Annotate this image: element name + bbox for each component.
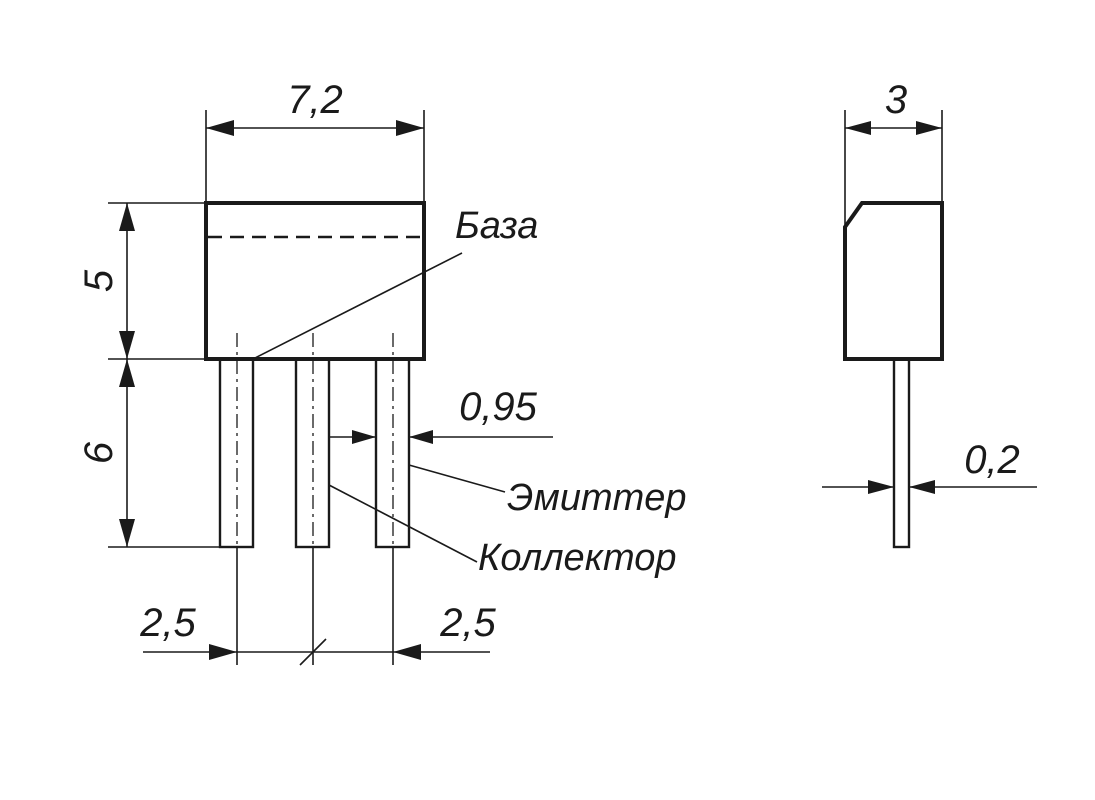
dim-lead-thickness: 0,2: [822, 438, 1037, 494]
side-body: [843, 201, 944, 361]
dim-lead-width: 0,95: [328, 385, 553, 444]
dim-lead-width-label: 0,95: [459, 385, 538, 429]
dim-width-side: 3: [844, 78, 943, 227]
dim-body-height-label: 5: [77, 269, 121, 292]
dim-pitch-left-label: 2,5: [139, 601, 196, 645]
base-leader: [252, 252, 463, 360]
side-view: 3 0,2: [822, 78, 1037, 549]
emitter-label: Эмиттер: [507, 477, 687, 519]
dim-pitch-right-label: 2,5: [439, 601, 496, 645]
side-lead: [892, 357, 911, 549]
dim-pitch: 2,5 2,5: [139, 547, 497, 666]
collector-label: Коллектор: [478, 537, 677, 579]
dim-lead-length-label: 6: [77, 441, 121, 464]
emitter-leader: [408, 464, 506, 493]
dim-width-front-label: 7,2: [287, 78, 343, 122]
dim-lead-thickness-label: 0,2: [964, 438, 1020, 482]
front-view: 7,2 5 6 0,95: [77, 78, 687, 666]
pin-callouts: База Эмиттер Коллектор: [252, 205, 687, 579]
dim-lead-length: 6: [77, 359, 220, 548]
collector-leader: [328, 484, 478, 563]
dim-width-front: 7,2: [205, 78, 425, 203]
front-body: [204, 201, 426, 361]
dim-width-side-label: 3: [885, 78, 907, 122]
dim-body-height: 5: [77, 202, 220, 360]
base-label: База: [455, 205, 538, 247]
